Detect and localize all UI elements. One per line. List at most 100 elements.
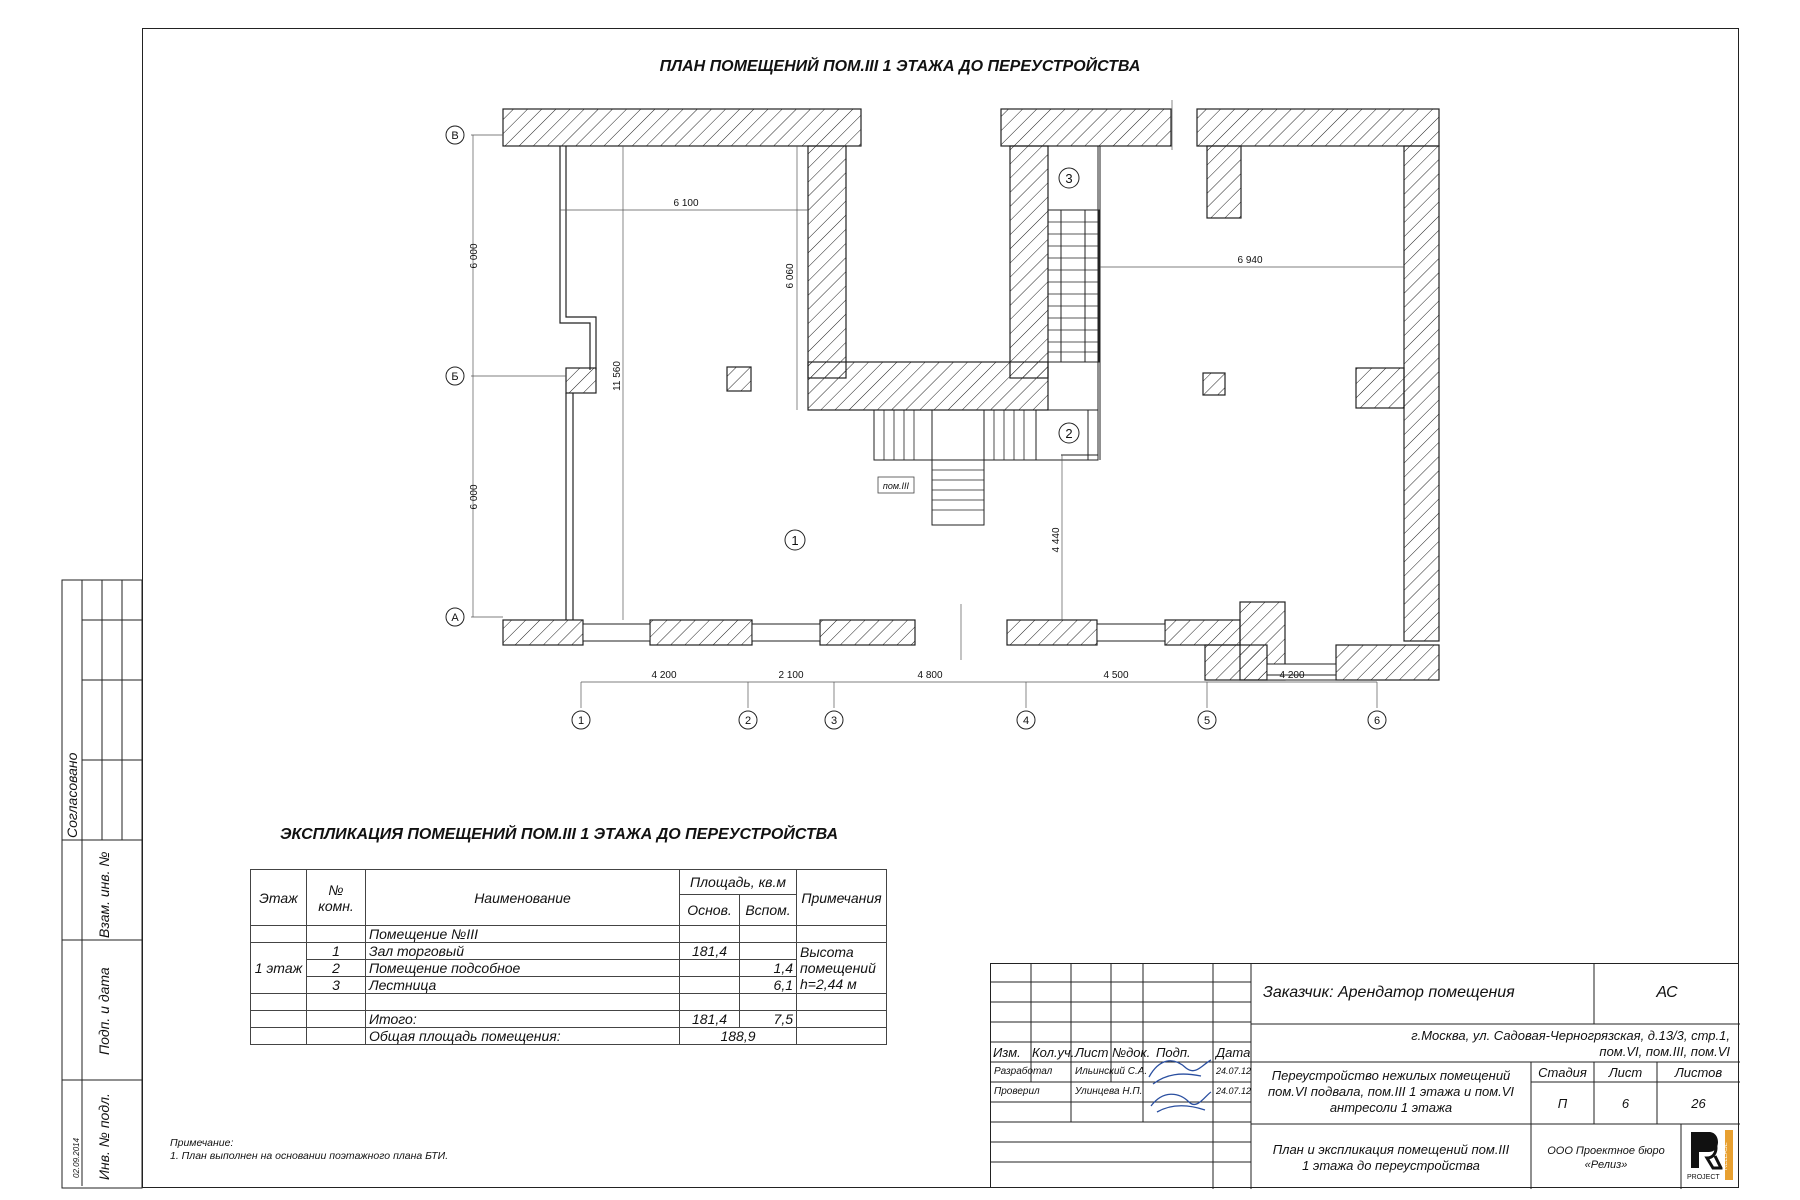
floor-value: 1 этаж xyxy=(250,942,307,994)
room-main-area xyxy=(679,959,740,977)
axis-lines xyxy=(471,100,1404,708)
stage-value: П xyxy=(1557,1096,1568,1111)
company-name: ООО Проектное бюро «Релиз» xyxy=(1531,1144,1681,1172)
axis-bubbles xyxy=(445,125,1387,730)
room-aux-area xyxy=(739,942,797,960)
table-row: 3 Лестница 6,1 xyxy=(251,976,887,994)
col-ndok: №док. xyxy=(1112,1045,1151,1060)
company-logo: PROJECT RELEASE xyxy=(1685,1128,1737,1186)
stamp-code: АС xyxy=(1656,984,1678,1001)
room-tag: пом.III xyxy=(883,481,910,491)
dim-4500: 4 500 xyxy=(1103,670,1128,681)
checked-name: Улинцева Н.П. xyxy=(1075,1086,1143,1097)
sheet-value: 6 xyxy=(1621,1096,1630,1111)
room-main-area xyxy=(679,976,740,994)
checked-label: Проверил xyxy=(994,1086,1040,1097)
axis-label-2: 2 xyxy=(745,715,751,727)
agreed-label: Согласовано xyxy=(64,752,80,838)
footnote: Примечание: 1. План выполнен на основани… xyxy=(170,1137,448,1163)
dim-4800: 4 800 xyxy=(917,670,942,681)
grand-total-label: Общая площадь помещения: xyxy=(365,1027,680,1045)
inv-repl-label: Взам. инв. № xyxy=(96,851,112,938)
stair-treads xyxy=(883,221,1099,511)
sign-date-label: Подп. и дата xyxy=(96,967,112,1055)
plan-title: ПЛАН ПОМЕЩЕНИЙ ПОМ.III 1 ЭТАЖА ДО ПЕРЕУС… xyxy=(659,58,1141,75)
axis-label-3: 3 xyxy=(831,715,837,727)
axis-label-a: А xyxy=(451,612,459,624)
footnote-heading: Примечание: xyxy=(170,1137,234,1149)
title-block-grid xyxy=(991,964,1740,1189)
notes-line: h=2,44 м xyxy=(800,976,857,992)
dim-6940: 6 940 xyxy=(1237,255,1262,266)
developed-name: Ильинский С.А. xyxy=(1075,1066,1148,1077)
customer: Заказчик: Арендатор помещения xyxy=(1263,984,1515,1001)
dim-4200-a: 4 200 xyxy=(651,670,676,681)
columns xyxy=(726,366,1226,396)
table-subheader-row: Основ. Вспом. xyxy=(251,894,887,926)
axis-label-b: Б xyxy=(451,371,458,383)
address: г.Москва, ул. Садовая-Черногрязская, д.1… xyxy=(1261,1028,1730,1060)
axis-label-4: 4 xyxy=(1023,715,1029,727)
axis-label-6: 6 xyxy=(1374,715,1380,727)
developed-date: 24.07.12 xyxy=(1216,1066,1252,1076)
hatched-walls xyxy=(502,108,1440,681)
header-notes: Примечания xyxy=(796,869,887,926)
left-partition xyxy=(559,146,597,620)
dim-6060: 6 060 xyxy=(785,263,796,288)
room-label-3: 3 xyxy=(1065,171,1072,186)
drawing-name: План и экспликация помещений пом.III 1 э… xyxy=(1253,1142,1529,1174)
drawing-line-2: 1 этажа до переустройства xyxy=(1302,1158,1480,1173)
room-tag-box xyxy=(877,476,915,494)
explication-table: Этаж № комн. Наименование Площадь, кв.м … xyxy=(250,869,887,1045)
notes-line: Высота xyxy=(800,944,854,960)
axis-label-5: 5 xyxy=(1204,715,1210,727)
table-row: Помещение №III xyxy=(250,925,887,943)
total-label: Итого: xyxy=(365,1010,680,1028)
stairs xyxy=(873,146,1101,526)
axis-label-1: 1 xyxy=(578,715,584,727)
room-name: Помещение подсобное xyxy=(365,959,680,977)
notes-line: помещений xyxy=(800,960,876,976)
col-date: Дата xyxy=(1216,1045,1251,1060)
col-izm: Изм. xyxy=(993,1045,1021,1060)
col-sign: Подп. xyxy=(1156,1045,1191,1060)
header-area: Площадь, кв.м xyxy=(679,869,797,895)
drawing-line-1: План и экспликация помещений пом.III xyxy=(1272,1142,1510,1157)
grand-total-value: 188,9 xyxy=(679,1027,797,1045)
table-header-row: Этаж № комн. Наименование Площадь, кв.м … xyxy=(250,869,887,926)
logo-project-text: PROJECT xyxy=(1687,1174,1720,1181)
logo-release-text: RELEASE xyxy=(1723,1142,1729,1170)
address-line-2: пом.VI, пом.III, пом.VI xyxy=(1599,1044,1730,1059)
notes-cell: Высота помещений h=2,44 м xyxy=(796,942,887,994)
project-name: Переустройство нежилых помещений пом.VI … xyxy=(1253,1068,1529,1116)
room-aux-area: 6,1 xyxy=(739,976,797,994)
total-row: Итого: 181,4 7,5 xyxy=(250,1010,887,1028)
explication-title: ЭКСПЛИКАЦИЯ ПОМЕЩЕНИЙ ПОМ.III 1 ЭТАЖА ДО… xyxy=(280,826,839,843)
room-num: 3 xyxy=(306,976,366,994)
col-kol: Кол.уч. xyxy=(1032,1045,1075,1060)
stage-label: Стадия xyxy=(1538,1065,1587,1080)
header-main: Основ. xyxy=(679,894,740,926)
room-main-area: 181,4 xyxy=(679,942,740,960)
header-num: № комн. xyxy=(306,869,366,926)
room-name: Зал торговый xyxy=(365,942,680,960)
company-line-1: ООО Проектное бюро xyxy=(1547,1145,1665,1157)
signature-marks xyxy=(1148,1059,1212,1113)
dim-4440: 4 440 xyxy=(1051,527,1062,552)
header-aux: Вспом. xyxy=(739,894,797,926)
logo-mark xyxy=(1691,1130,1733,1180)
room-num: 2 xyxy=(306,959,366,977)
dim-6100: 6 100 xyxy=(673,198,698,209)
room-label-1: 1 xyxy=(791,533,798,548)
project-line-3: антресоли 1 этажа xyxy=(1329,1100,1453,1115)
total-aux: 7,5 xyxy=(739,1010,797,1028)
inv-orig-label: Инв. № подл. xyxy=(96,1093,112,1180)
room-name: Лестница xyxy=(365,976,680,994)
header-name: Наименование xyxy=(365,869,680,926)
side-strip xyxy=(61,579,143,1189)
table-row: 2 Помещение подсобное 1,4 xyxy=(251,959,887,977)
dim-2100: 2 100 xyxy=(778,670,803,681)
project-line-2: пом.VI подвала, пом.III 1 этажа и пом.VI xyxy=(1267,1084,1515,1099)
